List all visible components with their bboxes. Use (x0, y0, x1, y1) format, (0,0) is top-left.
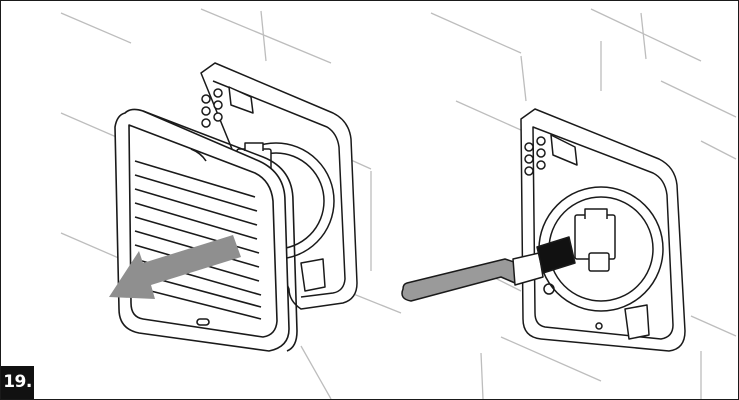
grille-slats (134, 160, 262, 320)
terminal-block-left (201, 86, 254, 128)
step-number-badge: 19. (1, 366, 34, 399)
fan-backplate-right (520, 108, 686, 352)
cleaning-brush-icon (401, 236, 576, 302)
removal-arrow-icon (109, 235, 241, 299)
fan-front-grille (114, 108, 298, 352)
terminal-block-right (524, 134, 578, 176)
